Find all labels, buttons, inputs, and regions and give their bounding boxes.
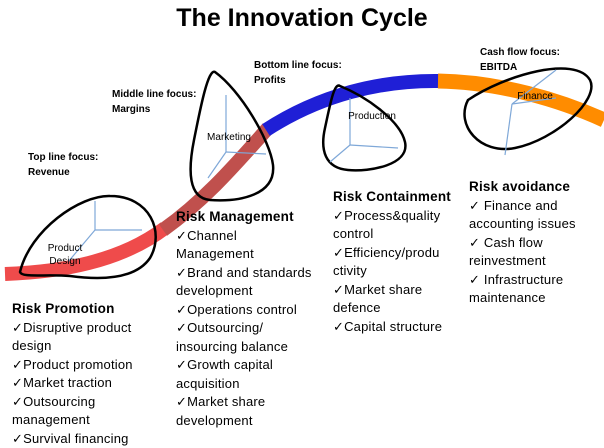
risk-item: management bbox=[12, 411, 133, 430]
risk-item: ctivity bbox=[333, 262, 451, 281]
risk-item: development bbox=[176, 412, 312, 431]
risk-item: ✓Brand and standards bbox=[176, 264, 312, 283]
risk-item: ✓Process&quality bbox=[333, 207, 451, 226]
risk-item: ✓Market share bbox=[176, 393, 312, 412]
risk-item: ✓Capital structure bbox=[333, 318, 451, 337]
risk-item: ✓Growth capital bbox=[176, 356, 312, 375]
risk-item: defence bbox=[333, 299, 451, 318]
focus-label-cash-flow: Cash flow focus: EBITDA bbox=[480, 45, 560, 75]
risk-heading: Risk avoidance bbox=[469, 178, 576, 197]
risk-item: ✓ Infrastructure bbox=[469, 271, 576, 290]
risk-item: accounting issues bbox=[469, 215, 576, 234]
stage-label-finance: Finance bbox=[510, 90, 560, 103]
risk-heading: Risk Containment bbox=[333, 188, 451, 207]
risk-item: ✓Outsourcing/ bbox=[176, 319, 312, 338]
risk-item: ✓Efficiency/produ bbox=[333, 244, 451, 263]
risk-item: ✓Outsourcing bbox=[12, 393, 133, 412]
risk-heading: Risk Management bbox=[176, 208, 312, 227]
focus-label-top-line: Top line focus: Revenue bbox=[28, 150, 98, 180]
risk-heading: Risk Promotion bbox=[12, 300, 133, 319]
risk-item: maintenance bbox=[469, 289, 576, 308]
risk-item: ✓Market share bbox=[333, 281, 451, 300]
risk-item: development bbox=[176, 282, 312, 301]
risk-item: ✓Operations control bbox=[176, 301, 312, 320]
risk-item: ✓Channel bbox=[176, 227, 312, 246]
risk-item: ✓ Finance and bbox=[469, 197, 576, 216]
focus-label-bottom-line: Bottom line focus: Profits bbox=[254, 58, 342, 88]
risk-item: control bbox=[333, 225, 451, 244]
risk-item: ✓Market traction bbox=[12, 374, 133, 393]
risk-item: ✓Disruptive product bbox=[12, 319, 133, 338]
risk-item: reinvestment bbox=[469, 252, 576, 271]
stage-label-product-design: Product Design bbox=[40, 242, 90, 268]
stage-label-production: Production bbox=[342, 110, 402, 123]
risk-item: design bbox=[12, 337, 133, 356]
risk-item: Management bbox=[176, 245, 312, 264]
risk-item: insourcing balance bbox=[176, 338, 312, 357]
risk-item: ✓ Cash flow bbox=[469, 234, 576, 253]
risk-item: ✓Product promotion bbox=[12, 356, 133, 375]
focus-label-middle-line: Middle line focus: Margins bbox=[112, 87, 196, 117]
risk-item: ✓Survival financing bbox=[12, 430, 133, 448]
stage-label-marketing: Marketing bbox=[200, 131, 258, 144]
risk-item: acquisition bbox=[176, 375, 312, 394]
